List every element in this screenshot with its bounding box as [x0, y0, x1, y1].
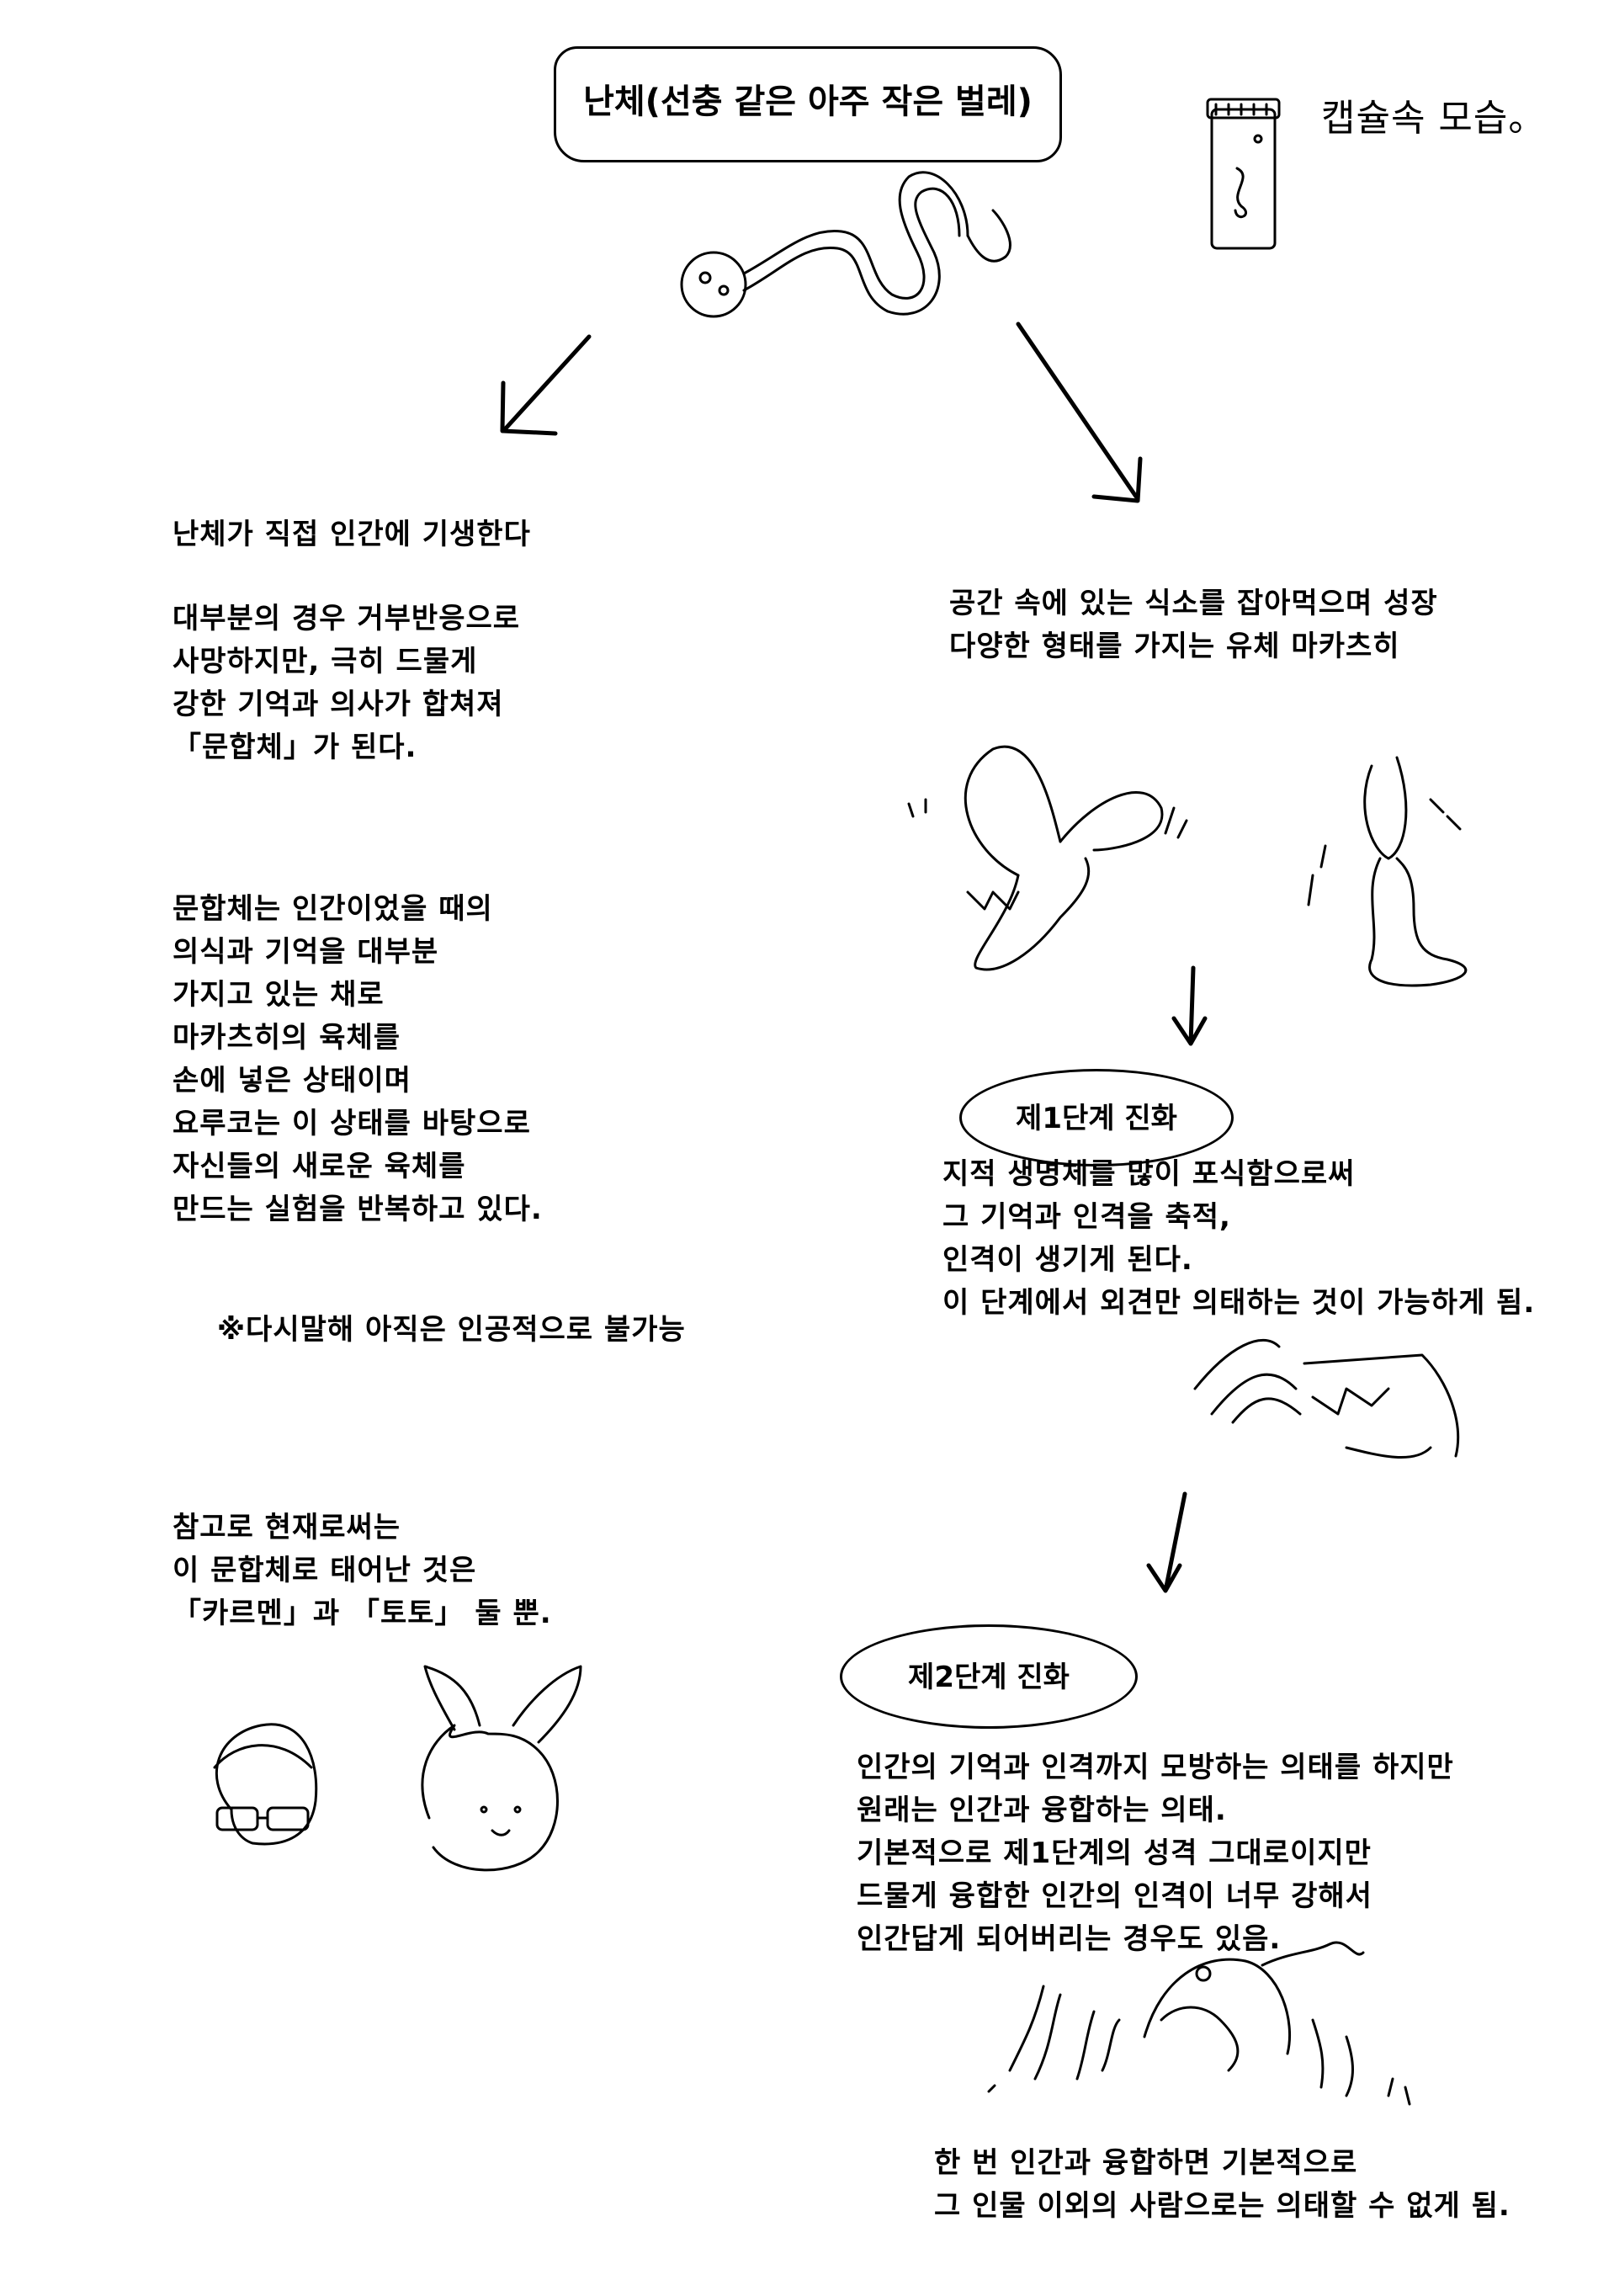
rabbit-blob-illustration — [907, 745, 1188, 971]
left-block-1: 난체가 직접 인간에 기생한다 — [173, 518, 531, 551]
tall-blob-illustration — [1307, 756, 1468, 987]
stage1-bubble: 제1단계 진화 — [959, 1069, 1234, 1167]
capsule-illustration — [1206, 98, 1281, 250]
left-block-3: 문합체는 인간이었을 때의 의식과 기억을 대부분 가지고 있는 채로 마카츠히… — [173, 892, 543, 1226]
right-block-1: 공간 속에 있는 식소를 잡아먹으며 성장 다양한 형태를 가지는 유체 마카츠… — [949, 587, 1438, 663]
stage1-label: 제1단계 진화 — [1016, 1102, 1177, 1135]
final-text: 한 번 인간과 융합하면 기본적으로 그 인물 이외의 사람으로는 의태할 수 … — [934, 2146, 1510, 2223]
carmen-head-illustration — [213, 1723, 318, 1846]
stage2-text: 인간의 기억과 인격까지 모방하는 의태를 하지만 원래는 인간과 융합하는 의… — [857, 1751, 1454, 1956]
stage1-sketch — [1193, 1338, 1460, 1459]
arrow-down-1 — [1171, 965, 1208, 1046]
stage2-label: 제2단계 진화 — [908, 1661, 1070, 1694]
stage2-bubble: 제2단계 진화 — [840, 1624, 1138, 1729]
page-title: 난체(선충 같은 아주 작은 벌레) — [583, 82, 1033, 121]
left-block-4: ※다시말해 아직은 인공적으로 불가능 — [217, 1313, 686, 1347]
stage1-text: 지적 생명체를 많이 포식함으로써 그 기억과 인격을 축적, 인격이 생기게 … — [942, 1157, 1536, 1320]
title-box: 난체(선충 같은 아주 작은 벌레) — [554, 46, 1062, 162]
arrow-left — [502, 334, 592, 432]
arrow-down-2 — [1146, 1491, 1187, 1593]
capsule-note: 캡슐속 모습。 — [1321, 97, 1547, 140]
arrow-right — [1016, 322, 1139, 499]
left-block-2: 대부분의 경우 거부반응으로 사망하지만, 극히 드물게 강한 기억과 의사가 … — [173, 602, 521, 764]
nematode-illustration — [680, 171, 1011, 318]
left-block-5: 참고로 현재로써는 이 문합체로 태어난 것은 「카르멘」과 「토토」 둘 뿐. — [173, 1511, 552, 1630]
toto-head-illustration — [421, 1665, 582, 1872]
stage2-sketch — [987, 1941, 1411, 2106]
